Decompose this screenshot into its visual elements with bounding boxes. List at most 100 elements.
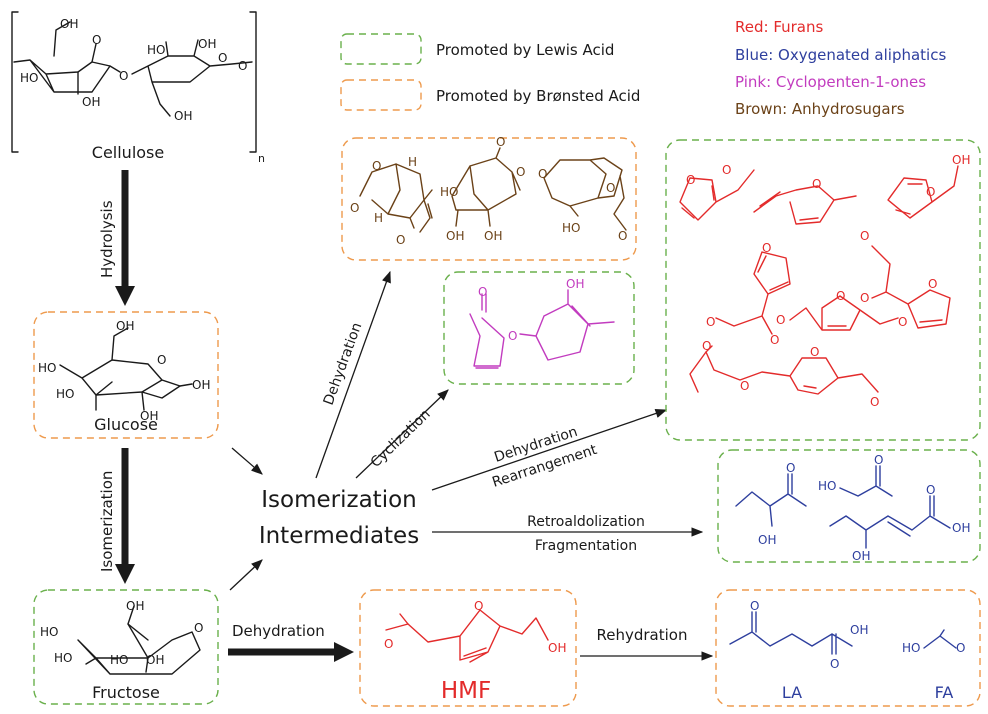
legend-bronsted-label: Promoted by Brønsted Acid <box>436 87 640 105</box>
furandicarboxaldehyde-o-1: O <box>776 313 785 327</box>
furandicarboxaldehyde-o-2: O <box>898 315 907 329</box>
formic-acid-ho: HO <box>902 641 920 655</box>
key-anhydrosugars: Brown: Anhydrosugars <box>735 100 905 118</box>
furfural-structure <box>679 169 755 221</box>
fructose-to-hmf-arrow: Dehydration <box>228 622 354 662</box>
cyclopentenone-o: O <box>478 285 487 299</box>
cellulose-oh-2: OH <box>82 95 100 109</box>
cyclopentenone-structure <box>469 293 505 369</box>
levoglucosenone-h-2: H <box>374 211 383 225</box>
anhydrosugars-box: O O H H O HO OH OH O O O HO O O <box>341 135 637 261</box>
levoglucosan-structure <box>451 147 521 227</box>
intermediates-line-1: Isomerization <box>261 487 416 513</box>
fructose-ho-2: HO <box>54 651 72 665</box>
anhydrosugar-3-o-3: O <box>618 229 627 243</box>
dehydration-up-arrow: Dehydration <box>315 270 391 479</box>
methyl-2-furoate-structure <box>871 245 951 329</box>
retroaldolization-arrow: Retroaldolization Fragmentation <box>432 514 704 554</box>
dehydration-up-label: Dehydration <box>321 321 366 408</box>
formic-acid-structure <box>923 629 957 649</box>
fructose-oh-1: OH <box>126 599 144 613</box>
methylfurfural-structure <box>753 185 857 225</box>
legend-bronsted-swatch <box>340 79 422 111</box>
furfural-o-carbonyl: O <box>722 163 731 177</box>
levoglucosan-o-1: O <box>516 165 525 179</box>
hmf-label: HMF <box>441 678 491 704</box>
hydroxyacetone-structure <box>839 465 893 497</box>
acetoin-oh: OH <box>758 533 776 547</box>
levoglucosenone-structure <box>359 163 433 233</box>
rehydration-arrow: Rehydration <box>580 626 714 661</box>
cellulose-o-ring-2: O <box>218 51 227 65</box>
la-label: LA <box>782 683 802 702</box>
key-furans: Red: Furans <box>735 18 824 36</box>
acetoin-o: O <box>786 461 795 475</box>
cellulose-ho-2: HO <box>147 43 165 57</box>
cellulose-o-bridge: O <box>119 69 128 83</box>
fragmentation-label: Fragmentation <box>535 538 637 554</box>
furfural-o: O <box>686 173 695 187</box>
methyl-2-furoate-o-2: O <box>860 291 869 305</box>
hmf-o-carbonyl: O <box>384 637 393 651</box>
glucose-ho-1: HO <box>38 361 56 375</box>
methylcyclopentenolone-oh: OH <box>566 277 584 291</box>
hydroxyacetone-o: O <box>874 453 883 467</box>
methyl-furoate-o-carbonyl: O <box>770 333 779 347</box>
legend-lewis-label: Promoted by Lewis Acid <box>436 41 614 59</box>
levulinic-acid-oh: OH <box>850 623 868 637</box>
hydrolysis-arrow: Hydrolysis <box>98 170 135 306</box>
methyl-furoate-o-ring: O <box>762 241 771 255</box>
furfuryl-alcohol-oh: OH <box>952 153 970 167</box>
fructose-to-intermediates-arrow <box>229 559 263 591</box>
levoglucosan-oh-2: OH <box>484 229 502 243</box>
hydroxypentenoic-acid-structure <box>829 495 951 549</box>
levoglucosenone-o-keto: O <box>396 233 405 247</box>
methylfurfural-o: O <box>812 177 821 191</box>
cyclization-arrow: Cyclization <box>355 389 449 479</box>
glucose-label: Glucose <box>94 415 158 434</box>
cellulose-oh-3: OH <box>198 37 216 51</box>
methyl-2-furoate-o-ring: O <box>928 277 937 291</box>
retroaldolization-label: Retroaldolization <box>527 514 645 530</box>
rehydration-label: Rehydration <box>597 626 688 644</box>
methyl-furoate-structure <box>715 251 791 335</box>
anhydrosugar-3-structure <box>543 157 627 231</box>
cellulose-o-ring-1: O <box>92 33 101 47</box>
methylcyclopentenolone-structure <box>519 289 615 361</box>
hydroxyacetone-ho: HO <box>818 479 836 493</box>
acetoin-structure <box>735 473 807 527</box>
fructose-label: Fructose <box>92 683 160 702</box>
glucose-oh-1: OH <box>116 319 134 333</box>
fructose-oh-2: OH <box>146 653 164 667</box>
levulinic-acid-structure <box>729 611 853 655</box>
furandicarboxaldehyde-o-ring: O <box>836 289 845 303</box>
hydrolysis-label: Hydrolysis <box>98 200 116 278</box>
cellulose-label: Cellulose <box>92 143 164 162</box>
levoglucosan-ho-1: HO <box>440 185 458 199</box>
anhydrosugar-3-ho: HO <box>562 221 580 235</box>
isomerization-label: Isomerization <box>98 471 116 572</box>
key-cyclopentenones: Pink: Cyclopenten-1-ones <box>735 73 926 91</box>
levoglucosenone-o-2: O <box>350 201 359 215</box>
hydroxypentenoic-acid-o: O <box>926 483 935 497</box>
furfuryl-alcohol-o: O <box>926 185 935 199</box>
glucose-box: OH HO HO OH O OH Glucose <box>33 311 219 439</box>
glucose-oh-3: OH <box>192 378 210 392</box>
levulinic-acid-o-acid: O <box>830 657 839 671</box>
levoglucosenone-h-1: H <box>408 155 417 169</box>
furfuryl-alcohol-structure <box>887 165 959 219</box>
fa-label: FA <box>935 683 954 702</box>
acetoxymethylfurfural-o-ring: O <box>810 345 819 359</box>
hmf-box: O O OH HMF <box>359 589 577 707</box>
methyl-furoate-o-ester: O <box>706 315 715 329</box>
la-fa-box: O OH O HO O LA FA <box>715 589 981 707</box>
furans-box: O O O O OH O O O O O O O O O <box>665 139 981 441</box>
dehydration-main-label: Dehydration <box>232 622 325 640</box>
hmf-structure <box>385 609 549 663</box>
hydroxypentenoic-acid-oh-1: OH <box>952 521 970 535</box>
glucose-oh-2: OH <box>140 409 158 423</box>
color-key: Red: Furans Blue: Oxygenated aliphatics … <box>735 18 946 118</box>
anhydrosugar-3-o-1: O <box>538 167 547 181</box>
